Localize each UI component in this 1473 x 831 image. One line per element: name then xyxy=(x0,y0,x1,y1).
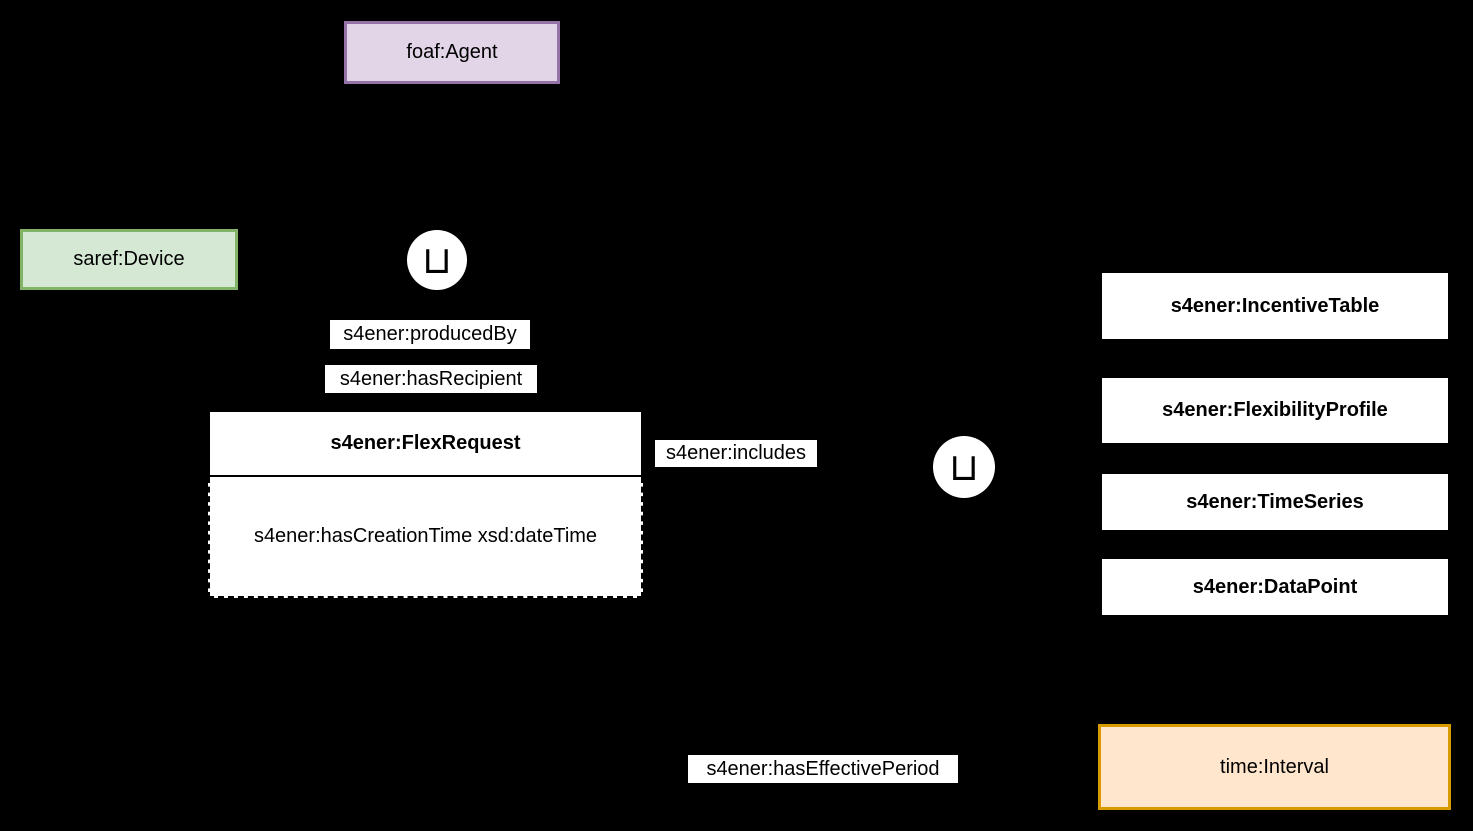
class-node-label: s4ener:TimeSeries xyxy=(1186,490,1364,513)
edge-label-has-recipient[interactable]: s4ener:hasRecipient xyxy=(325,365,537,393)
class-node-flexibility-profile[interactable]: s4ener:FlexibilityProfile xyxy=(1100,376,1450,445)
class-node-title: s4ener:FlexRequest xyxy=(330,432,521,454)
class-node-label: time:Interval xyxy=(1220,755,1329,778)
union-operator-right[interactable]: ⊔ xyxy=(933,436,995,498)
edge-label-text: s4ener:includes xyxy=(665,442,807,464)
edge-label-has-effective-period[interactable]: s4ener:hasEffectivePeriod xyxy=(688,755,958,783)
class-node-incentive-table[interactable]: s4ener:IncentiveTable xyxy=(1100,271,1450,341)
class-node-time-series[interactable]: s4ener:TimeSeries xyxy=(1100,472,1450,532)
edge-label-text: s4ener:hasRecipient xyxy=(339,367,523,390)
class-node-attribute: s4ener:hasCreationTime xsd:dateTime xyxy=(253,525,598,547)
union-icon: ⊔ xyxy=(422,238,452,282)
union-operator-top[interactable]: ⊔ xyxy=(407,230,467,290)
class-node-label: saref:Device xyxy=(73,248,185,270)
edge-label-text: s4ener:producedBy xyxy=(343,323,517,345)
class-node-label: s4ener:IncentiveTable xyxy=(1170,294,1380,317)
edge-label-includes[interactable]: s4ener:includes xyxy=(655,440,817,467)
class-node-data-point[interactable]: s4ener:DataPoint xyxy=(1100,557,1450,617)
edge-label-text: s4ener:hasEffectivePeriod xyxy=(706,757,940,780)
class-node-label: foaf:Agent xyxy=(406,41,498,63)
flex-request-title-compartment[interactable]: s4ener:FlexRequest xyxy=(208,410,643,477)
class-node-label: s4ener:DataPoint xyxy=(1192,575,1358,598)
class-node-label: s4ener:FlexibilityProfile xyxy=(1162,399,1388,421)
class-node-time-interval[interactable]: time:Interval xyxy=(1098,724,1451,810)
class-node-foaf-agent[interactable]: foaf:Agent xyxy=(344,21,560,84)
flex-request-attribute-compartment[interactable]: s4ener:hasCreationTime xsd:dateTime xyxy=(208,477,643,598)
class-node-flex-request[interactable]: s4ener:FlexRequest s4ener:hasCreationTim… xyxy=(208,410,643,598)
edge-label-produced-by[interactable]: s4ener:producedBy xyxy=(330,320,530,349)
class-node-saref-device[interactable]: saref:Device xyxy=(20,229,238,290)
union-icon: ⊔ xyxy=(949,445,979,489)
